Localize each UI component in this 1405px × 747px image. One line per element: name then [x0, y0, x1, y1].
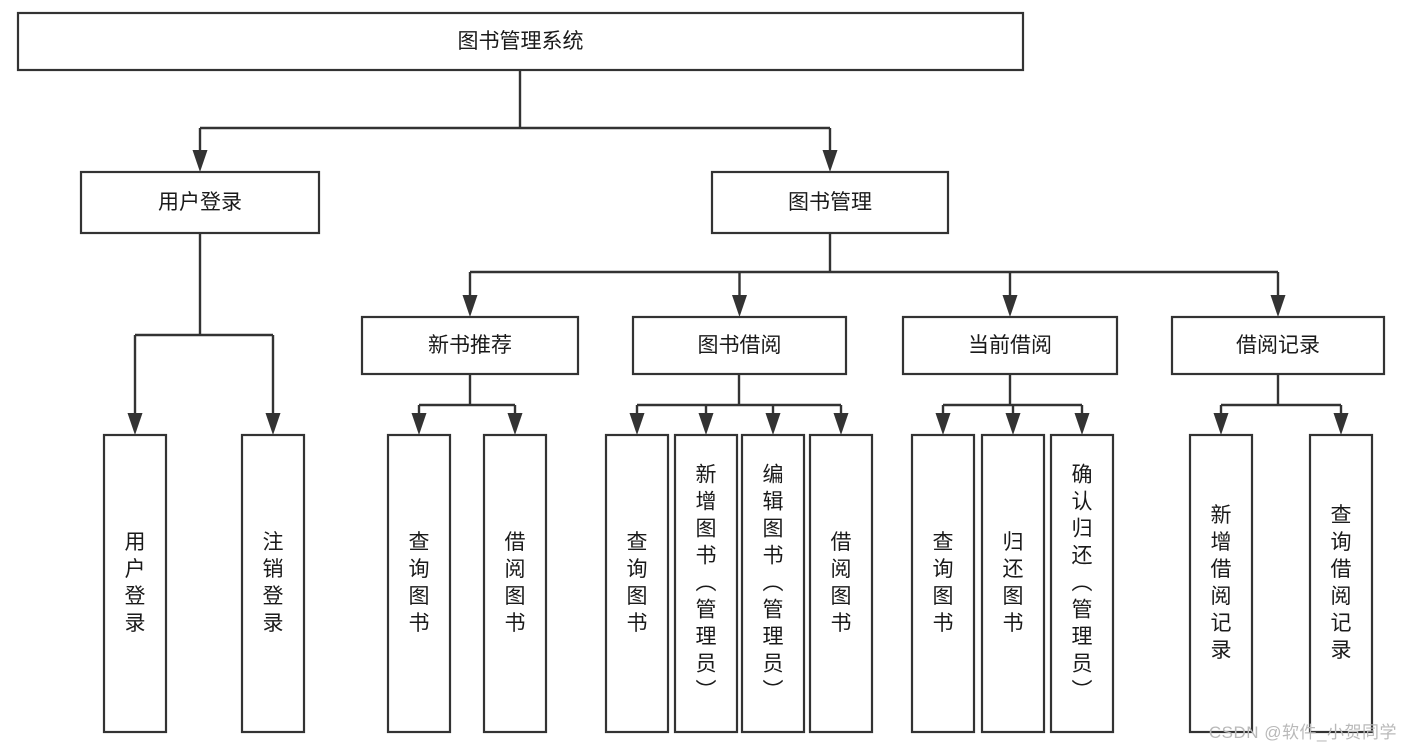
nodes-layer: 图书管理系统用户登录图书管理新书推荐图书借阅当前借阅借阅记录用户登录注销登录查询… — [16, 11, 1386, 734]
node-box[interactable] — [604, 433, 670, 734]
node-leaf-borrow-book-1[interactable]: 借阅图书 — [482, 433, 548, 734]
node-new-book-recommend[interactable]: 新书推荐 — [360, 315, 580, 376]
node-box[interactable] — [980, 433, 1046, 734]
node-box[interactable] — [1188, 433, 1254, 734]
node-leaf-query-borrow-record[interactable]: 查询借阅记录 — [1308, 433, 1374, 734]
node-user-login[interactable]: 用户登录 — [79, 170, 321, 235]
node-label: 图书管理系统 — [458, 30, 584, 53]
node-leaf-borrow-book-2[interactable]: 借阅图书 — [808, 433, 874, 734]
arrow-head-icon — [698, 413, 714, 435]
arrow-head-icon — [265, 413, 281, 435]
node-label: 新书推荐 — [428, 334, 512, 357]
node-box[interactable] — [386, 433, 452, 734]
node-leaf-query-book-2[interactable]: 查询图书 — [604, 433, 670, 734]
node-box[interactable] — [79, 170, 321, 235]
node-label: 查询图书 — [933, 531, 954, 635]
arrow-head-icon — [462, 295, 478, 317]
node-label: 用户登录 — [158, 191, 242, 214]
arrow-head-icon — [1270, 295, 1286, 317]
node-leaf-edit-book-admin[interactable]: 编辑图书︵管理员︶ — [740, 433, 806, 734]
node-current-borrow[interactable]: 当前借阅 — [901, 315, 1119, 376]
node-label: 查询借阅记录 — [1331, 504, 1352, 662]
connector-group-book-manage — [462, 233, 1286, 317]
arrow-head-icon — [1213, 413, 1229, 435]
node-root[interactable]: 图书管理系统 — [16, 11, 1025, 72]
arrow-head-icon — [411, 413, 427, 435]
node-box[interactable] — [710, 170, 950, 235]
node-box[interactable] — [631, 315, 848, 376]
node-box[interactable] — [16, 11, 1025, 72]
node-box[interactable] — [910, 433, 976, 734]
node-label: 注销登录 — [263, 531, 284, 635]
node-label: 借阅图书 — [831, 531, 852, 635]
arrow-head-icon — [833, 413, 849, 435]
node-box[interactable] — [240, 433, 306, 734]
node-leaf-return-book[interactable]: 归还图书 — [980, 433, 1046, 734]
arrow-head-icon — [732, 295, 747, 317]
node-label: 借阅图书 — [505, 531, 526, 635]
connector-group-new-book-recommend — [411, 374, 523, 435]
node-leaf-add-borrow-record[interactable]: 新增借阅记录 — [1188, 433, 1254, 734]
arrow-head-icon — [1005, 413, 1021, 435]
csdn-watermark: CSDN @软件_小贺同学 — [1208, 723, 1397, 742]
node-leaf-add-book-admin[interactable]: 新增图书︵管理员︶ — [673, 433, 739, 734]
node-box[interactable] — [482, 433, 548, 734]
node-leaf-user-login[interactable]: 用户登录 — [102, 433, 168, 734]
connector-group-borrow-record — [1213, 374, 1349, 435]
connectors-layer — [127, 70, 1349, 435]
connector-group-current-borrow — [935, 374, 1090, 435]
arrow-head-icon — [822, 150, 838, 172]
node-box[interactable] — [360, 315, 580, 376]
node-box[interactable] — [102, 433, 168, 734]
node-leaf-query-book-3[interactable]: 查询图书 — [910, 433, 976, 734]
connector-group-root — [192, 70, 838, 172]
node-label: 归还图书 — [1003, 531, 1024, 635]
node-leaf-logout[interactable]: 注销登录 — [240, 433, 306, 734]
node-label: 确认归还︵管理员︶ — [1072, 463, 1093, 702]
node-leaf-confirm-return-admin[interactable]: 确认归还︵管理员︶ — [1049, 433, 1115, 734]
node-box[interactable] — [1049, 433, 1115, 734]
connector-group-book-borrow — [629, 374, 849, 435]
node-box[interactable] — [673, 433, 739, 734]
node-label: 用户登录 — [125, 531, 146, 635]
arrow-head-icon — [935, 413, 951, 435]
node-label: 新增借阅记录 — [1211, 504, 1232, 662]
node-box[interactable] — [740, 433, 806, 734]
node-label: 当前借阅 — [968, 334, 1052, 357]
node-label: 新增图书︵管理员︶ — [696, 463, 717, 702]
node-box[interactable] — [1170, 315, 1386, 376]
arrow-head-icon — [765, 413, 781, 435]
node-book-manage[interactable]: 图书管理 — [710, 170, 950, 235]
node-label: 借阅记录 — [1236, 334, 1320, 357]
node-box[interactable] — [808, 433, 874, 734]
arrow-head-icon — [1074, 413, 1090, 435]
node-leaf-query-book-1[interactable]: 查询图书 — [386, 433, 452, 734]
arrow-head-icon — [1002, 295, 1018, 317]
node-borrow-record[interactable]: 借阅记录 — [1170, 315, 1386, 376]
arrow-head-icon — [1333, 413, 1349, 435]
arrow-head-icon — [192, 150, 208, 172]
arrow-head-icon — [507, 413, 523, 435]
node-label: 图书借阅 — [698, 334, 782, 357]
arrow-head-icon — [629, 413, 645, 435]
node-book-borrow[interactable]: 图书借阅 — [631, 315, 848, 376]
node-box[interactable] — [901, 315, 1119, 376]
node-label: 查询图书 — [627, 531, 648, 635]
arrow-head-icon — [127, 413, 143, 435]
node-box[interactable] — [1308, 433, 1374, 734]
node-label: 图书管理 — [788, 191, 872, 214]
node-label: 编辑图书︵管理员︶ — [763, 463, 784, 702]
connector-group-user-login — [127, 233, 281, 435]
node-label: 查询图书 — [409, 531, 430, 635]
